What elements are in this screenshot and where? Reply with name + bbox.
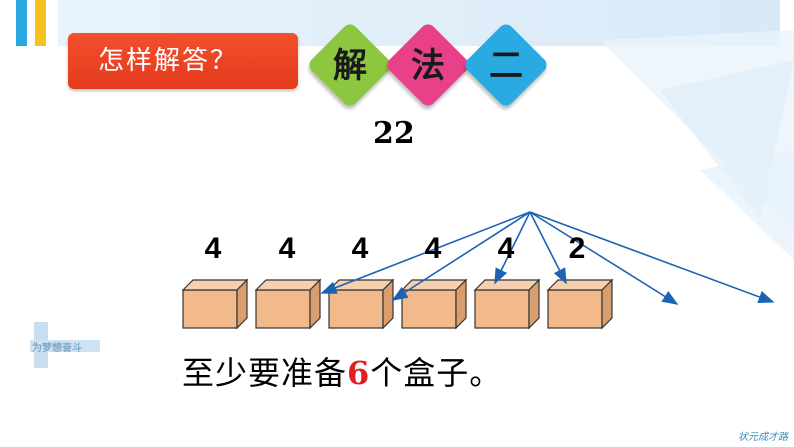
arrow-4 (529, 211, 567, 285)
banner-stripe-yellow (35, 0, 46, 46)
banner-stripe-blue (16, 0, 27, 46)
box-count-5: 4 (497, 232, 515, 265)
box-1 (181, 278, 249, 330)
box-count-4: 4 (424, 232, 442, 265)
answer-suffix: 个盒子。 (370, 354, 503, 392)
answer-sentence: 至少要准备6个盒子。 (182, 348, 502, 394)
box-2 (254, 278, 322, 330)
total-number: 22 (373, 116, 415, 151)
box-count-3: 4 (351, 232, 369, 265)
arrow-2 (391, 211, 531, 301)
watermark-text: 为梦想奋斗 (32, 343, 82, 354)
box-count-1: 4 (204, 232, 222, 265)
answer-prefix: 至少要准备 (182, 354, 348, 392)
arrow-5 (529, 211, 679, 305)
arrow-3 (494, 211, 531, 285)
question-box: 怎样解答？ (68, 33, 298, 89)
box-6 (546, 278, 614, 330)
box-count-2: 4 (278, 232, 296, 265)
box-3 (327, 278, 395, 330)
watermark-graphic (30, 322, 100, 368)
question-title: 怎样解答？ (98, 46, 239, 76)
badge-char: 解 (333, 46, 367, 86)
footer-logo: 状元成才路 (738, 432, 788, 443)
box-5 (473, 278, 541, 330)
badge-char: 二 (489, 46, 523, 86)
box-count-6: 2 (568, 232, 586, 265)
answer-number: 6 (347, 354, 371, 392)
arrow-6 (529, 211, 775, 304)
box-4 (400, 278, 468, 330)
arrow-1 (320, 211, 531, 294)
watermark: 为梦想奋斗 (30, 322, 100, 368)
badge-char: 法 (411, 46, 445, 86)
